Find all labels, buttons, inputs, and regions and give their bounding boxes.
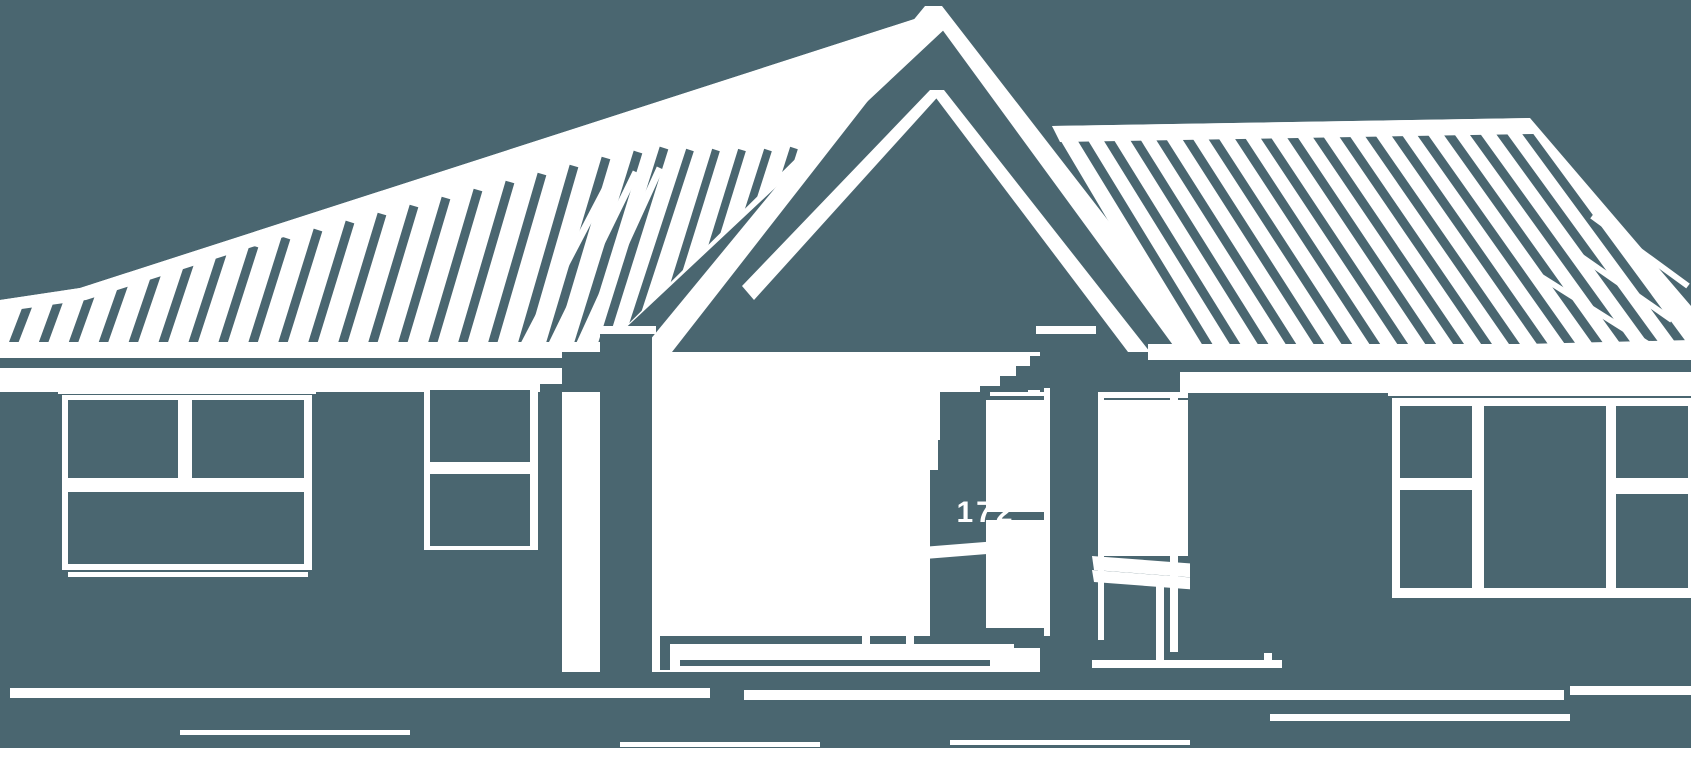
fascia-right-lower [1180, 372, 1691, 381]
porch-step-return [660, 644, 670, 670]
window-right-main-pane-r-bottom [1616, 494, 1688, 588]
roof-right-ridge [1052, 118, 1534, 142]
porch-soffit-left [562, 352, 600, 392]
base-ticks [180, 730, 1190, 747]
window-left-1-head [58, 388, 316, 394]
window-right-main-pane-r-top [1616, 406, 1688, 478]
window-left-2-pane-bottom [430, 474, 530, 546]
window-right-main-head [1388, 388, 1691, 396]
window-right-inner-jamb-2 [1170, 392, 1178, 652]
railing-post-c [1156, 578, 1164, 668]
fascia-right [1148, 344, 1691, 360]
railing-bottom-rail-left [862, 644, 1014, 652]
fascia-left-lower [0, 368, 600, 378]
railing-post-b [906, 556, 914, 652]
wall-gap-right [1190, 393, 1380, 653]
window-porch-right-pane-bottom [986, 520, 1044, 628]
roof-right-plane [1052, 118, 1691, 352]
wall-gap-left-top [538, 378, 564, 384]
fascia-left [0, 342, 626, 358]
railing-top-rail-left [860, 540, 1012, 564]
porch-step-edge [660, 636, 990, 644]
porch-column-left-cap [596, 326, 656, 334]
railing-post-a [862, 560, 870, 652]
window-porch-right-mullion [1044, 388, 1050, 636]
window-right-main-sill [1392, 592, 1691, 598]
window-right-main-pane-l-top [1400, 406, 1472, 478]
roof-right-corrugation [1070, 120, 1691, 352]
porch-floor-shadow [660, 700, 1060, 740]
window-left-1-sill [68, 572, 308, 577]
roof-left-ridge [0, 14, 940, 312]
ground-lines [0, 686, 1691, 768]
window-right-main-pane-l-bottom [1400, 490, 1472, 588]
window-right-main-pane-centre [1484, 406, 1606, 588]
window-right-inner-head [1100, 392, 1188, 398]
window-left-1-pane-a [68, 400, 178, 478]
window-right-main[interactable] [1388, 388, 1691, 598]
ground-line-centre [744, 690, 1564, 700]
roof-left-hatch-block [516, 166, 664, 352]
ground-baseline [0, 748, 1691, 768]
window-left-1-pane-c [68, 492, 304, 564]
gable-inner-right [930, 90, 1150, 352]
railing-bottom-rail-right [1092, 660, 1282, 668]
ground-line-right [1570, 686, 1691, 695]
window-right-inner[interactable] [1098, 392, 1188, 652]
number-panel-brush-edge [930, 356, 1066, 650]
window-left-2[interactable] [424, 378, 538, 550]
gable-inner-left [742, 90, 944, 300]
porch-floor-group [660, 636, 1060, 740]
ground-line-front [1270, 714, 1570, 721]
gable-left-edge [640, 6, 942, 352]
window-right-inner-jamb [1098, 392, 1104, 640]
roof-right-overshoot [1538, 213, 1690, 347]
window-porch-right-pane-top [986, 400, 1044, 512]
window-left-1-pane-b [192, 400, 304, 478]
window-porch-right-head [990, 392, 1044, 396]
window-left-2-pane-top [430, 390, 530, 462]
wall-gap-left [540, 378, 562, 550]
porch-step-lower [680, 660, 990, 666]
ground-line-left [10, 688, 710, 698]
window-porch-right[interactable] [986, 388, 1050, 636]
roof-left-plane [0, 14, 948, 358]
porch-column-right-cap [1036, 326, 1096, 334]
eave-fascia [0, 342, 1691, 381]
window-left-1[interactable] [58, 388, 316, 577]
